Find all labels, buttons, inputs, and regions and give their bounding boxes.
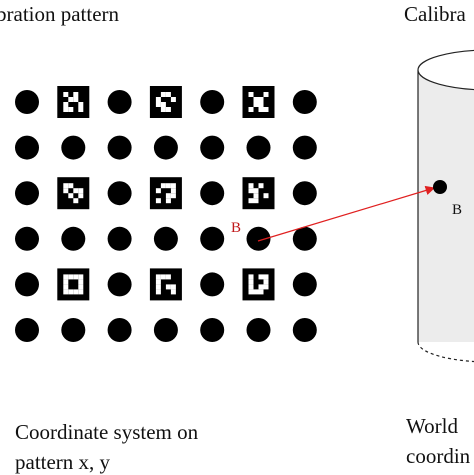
calibration-dot (107, 318, 132, 342)
calibration-dot (15, 226, 39, 251)
calibration-dot (15, 272, 39, 297)
calibration-dot (15, 135, 39, 160)
world-caption-line2: coordin (406, 444, 471, 468)
calibration-dot (200, 272, 225, 297)
calibration-pattern (15, 86, 317, 342)
calibration-dot (200, 318, 225, 342)
aruco-marker (57, 86, 90, 118)
pattern-point-b-label: B (231, 220, 242, 236)
calibration-cylinder (417, 49, 474, 363)
calibration-dot (200, 226, 225, 251)
calibration-dot (292, 90, 317, 114)
cylinder-title: Calibra (404, 2, 466, 26)
pattern-point-b (246, 226, 271, 251)
calibration-dot (292, 135, 317, 160)
aruco-marker (149, 86, 182, 118)
calibration-dot (107, 272, 132, 297)
calibration-dot (61, 318, 86, 342)
aruco-marker (242, 177, 275, 210)
cylinder-top-ellipse (417, 49, 474, 91)
pattern-title: bration pattern (0, 2, 120, 26)
world-caption-line1: World (406, 414, 458, 438)
calibration-dot (107, 226, 132, 251)
aruco-marker (149, 177, 182, 210)
cylinder-point-b-label: B (452, 202, 463, 218)
calibration-dot (246, 318, 271, 342)
calibration-dot (153, 318, 178, 342)
calibration-dot (15, 318, 39, 342)
calibration-dot (292, 272, 317, 297)
aruco-marker (242, 86, 275, 118)
pattern-caption-line1: Coordinate system on (15, 420, 199, 444)
pattern-caption-line2: pattern x, y (15, 450, 111, 474)
calibration-dot (246, 135, 271, 160)
calibration-dot (200, 135, 225, 160)
calibration-dot (61, 135, 86, 160)
aruco-marker (57, 177, 90, 210)
calibration-dot (292, 226, 317, 251)
calibration-dot (292, 181, 317, 206)
calibration-dot (15, 90, 39, 114)
aruco-marker (149, 268, 182, 301)
mapping-arrow (257, 185, 436, 242)
calibration-dot (107, 181, 132, 206)
calibration-dot (15, 181, 39, 206)
calibration-dot (200, 90, 225, 114)
calibration-dot (153, 135, 178, 160)
calibration-dot (107, 135, 132, 160)
calibration-dot (153, 226, 178, 251)
calibration-dot (107, 90, 132, 114)
calibration-dot (200, 181, 225, 206)
cylinder-point-b (433, 180, 447, 194)
cylinder-bottom-ellipse (417, 341, 474, 363)
aruco-marker (57, 268, 90, 301)
cylinder-body (418, 70, 474, 342)
calibration-dot (292, 318, 317, 342)
aruco-marker (242, 268, 275, 301)
calibration-dot (61, 226, 86, 251)
